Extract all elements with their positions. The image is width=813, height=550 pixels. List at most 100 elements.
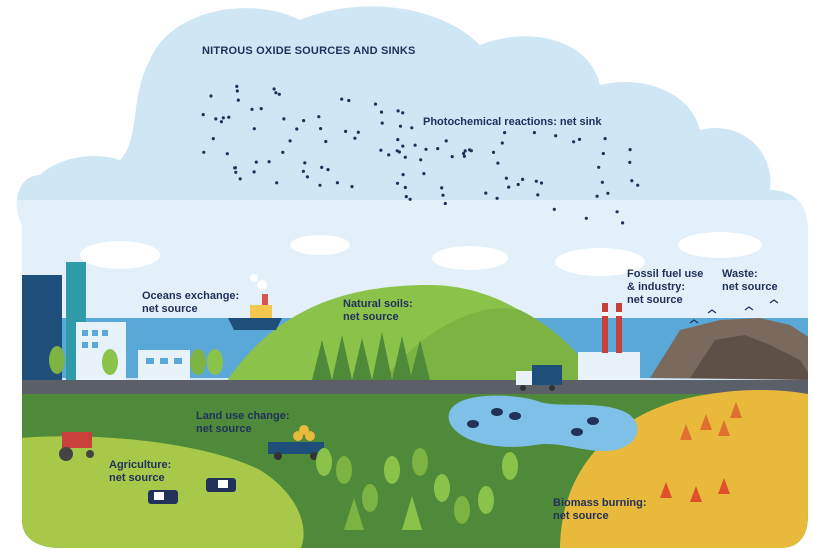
birds — [689, 299, 779, 324]
chimney — [616, 303, 622, 353]
smoke-puff — [257, 280, 267, 290]
molecule-dot — [628, 160, 632, 164]
molecule-dot — [305, 175, 309, 179]
window — [82, 330, 88, 336]
molecule-dot — [214, 117, 218, 121]
truck-cargo — [532, 365, 562, 385]
molecule-dot — [347, 98, 351, 103]
molecule-dot — [238, 177, 242, 181]
tree — [384, 456, 400, 484]
chimney-band — [602, 312, 608, 316]
tree — [392, 336, 412, 380]
molecule-dot — [319, 127, 323, 131]
tree — [316, 448, 332, 476]
tree — [190, 349, 206, 375]
label-photochemical-reactions: Photochemical reactions: net sink — [423, 116, 602, 128]
molecule-dot — [236, 98, 240, 102]
molecule-dot — [259, 107, 263, 111]
molecule-dot — [350, 185, 354, 189]
molecule-dot — [484, 191, 488, 195]
tree — [402, 496, 422, 530]
molecule-dot — [250, 107, 254, 111]
molecule-dot — [495, 196, 499, 200]
molecule-dot — [396, 109, 400, 113]
molecule-dot — [539, 181, 544, 185]
molecule-dot — [422, 172, 426, 176]
fire — [660, 482, 672, 498]
window — [82, 342, 88, 348]
molecule-dot — [353, 136, 357, 140]
molecule-dot — [373, 102, 378, 106]
molecule-dot — [450, 155, 454, 159]
cloud — [555, 248, 645, 276]
bird — [744, 306, 754, 311]
cow-patch — [154, 492, 164, 500]
fire — [718, 420, 730, 436]
fire — [718, 478, 730, 494]
tree — [336, 456, 352, 484]
molecule-dot — [254, 160, 258, 164]
tree — [207, 349, 223, 375]
wheel — [59, 447, 73, 461]
molecule-dot — [443, 201, 447, 206]
tractor-body — [62, 432, 92, 448]
molecule-dot — [534, 179, 538, 183]
fire — [680, 424, 692, 440]
molecule-dot — [424, 147, 428, 151]
tree — [352, 338, 372, 380]
molecule-dot — [301, 169, 305, 173]
truck-cab — [516, 371, 532, 385]
duck — [491, 408, 503, 416]
molecule-dot — [436, 147, 440, 151]
fire — [690, 486, 702, 502]
molecule-dot — [252, 170, 256, 174]
pickup-truck — [268, 425, 324, 460]
molecule-dot — [318, 183, 322, 187]
molecule-dot — [507, 185, 511, 189]
molecule-dot — [403, 185, 407, 190]
molecule-dot — [572, 140, 576, 144]
molecule-dot — [252, 127, 256, 131]
duck — [571, 428, 583, 436]
molecule-dot — [340, 97, 344, 101]
trees-left — [49, 346, 223, 375]
tree — [344, 498, 364, 530]
label-land-use-change: Land use change: net source — [196, 410, 290, 435]
molecule-dot — [387, 153, 391, 157]
molecule-dot — [621, 221, 625, 225]
molecule-dot — [628, 148, 632, 152]
molecule-dot — [356, 130, 360, 134]
truck-bed — [268, 442, 324, 454]
molecule-dot — [532, 131, 537, 135]
cloud — [432, 246, 508, 270]
molecule-dot — [219, 120, 223, 124]
label-fossil-fuel: Fossil fuel use & industry: net source — [627, 268, 704, 306]
window — [92, 330, 98, 336]
molecule-dot — [444, 139, 448, 143]
molecule-dot — [398, 124, 403, 128]
tree — [412, 448, 428, 476]
window — [102, 330, 108, 336]
wheel — [86, 450, 94, 458]
cow-patch — [218, 480, 228, 488]
molecule-dot — [302, 119, 306, 123]
molecule-dot — [281, 150, 285, 154]
molecule-dot — [303, 161, 307, 165]
molecule-dot — [401, 144, 405, 148]
ducks — [467, 408, 599, 436]
molecule-dot — [595, 194, 599, 198]
molecule-dot — [380, 121, 384, 125]
molecule-dot — [606, 191, 610, 195]
chimney-band — [616, 312, 622, 316]
tree — [434, 474, 450, 502]
tree — [362, 484, 378, 512]
molecule-dot — [401, 173, 405, 177]
molecule-dot — [636, 183, 640, 187]
tree — [332, 335, 352, 380]
label-waste: Waste: net source — [722, 268, 778, 293]
wheel — [549, 385, 555, 391]
window — [160, 358, 168, 364]
molecule-dot — [410, 126, 414, 130]
cloud-group — [80, 232, 762, 276]
